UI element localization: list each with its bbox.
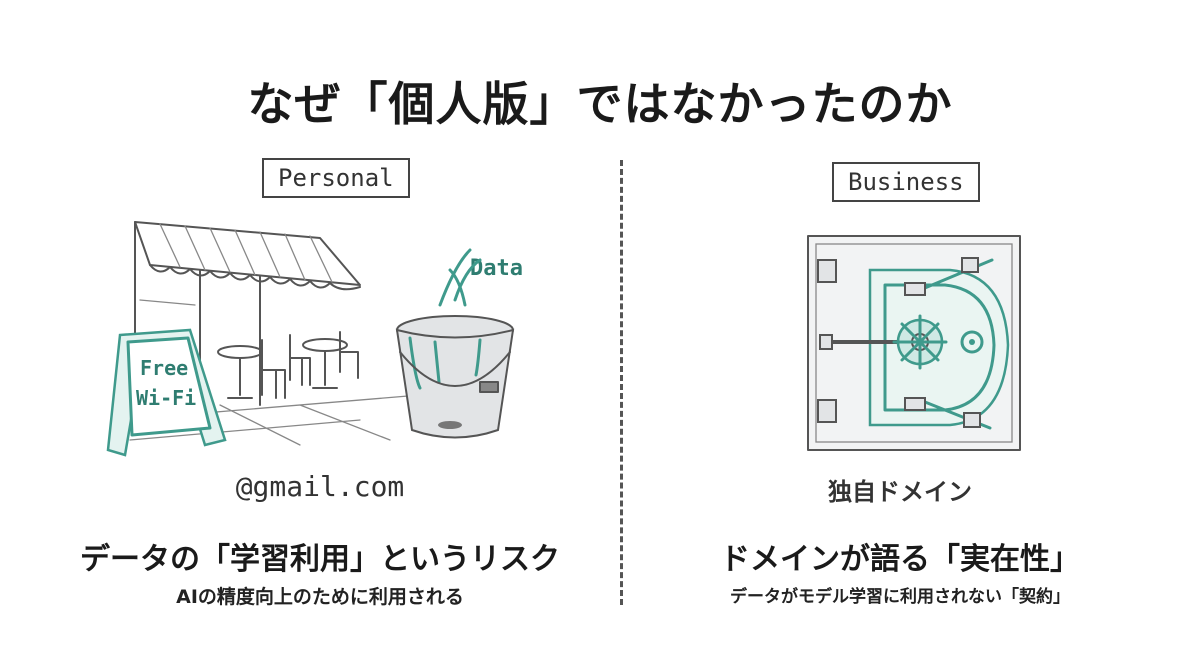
bank-vault-icon (807, 235, 1021, 451)
wifi-sign-text-1: Free (140, 356, 188, 380)
business-label: Business (832, 162, 980, 202)
column-divider (620, 160, 623, 605)
cafe-tables-icon (217, 331, 359, 399)
wifi-sign-text-2: Wi-Fi (136, 386, 196, 410)
business-domain-label: 独自ドメイン (828, 478, 972, 506)
personal-column: Personal Free W (40, 0, 600, 670)
page-title: なぜ「個人版」ではなかったのか (247, 77, 953, 131)
personal-caption: AIの精度向上のために利用される (176, 586, 464, 608)
personal-heading: データの「学習利用」というリスク (80, 542, 560, 577)
personal-email-label: @gmail.com (235, 470, 405, 503)
cafe-awning-icon (119, 221, 421, 446)
business-column: Business 独自ドメイン ドメインが語る「実在性」 データがモデル学習に利… (620, 0, 1180, 670)
personal-label: Personal (262, 158, 410, 198)
free-wifi-sign-icon: Free Wi-Fi (106, 328, 227, 457)
leaking-bucket-icon: Data (395, 248, 523, 439)
business-caption: データがモデル学習に利用されない「契約」 (730, 587, 1070, 607)
business-heading: ドメインが語る「実在性」 (720, 542, 1080, 577)
cafe-illustration: Free Wi-Fi Data (106, 221, 523, 457)
